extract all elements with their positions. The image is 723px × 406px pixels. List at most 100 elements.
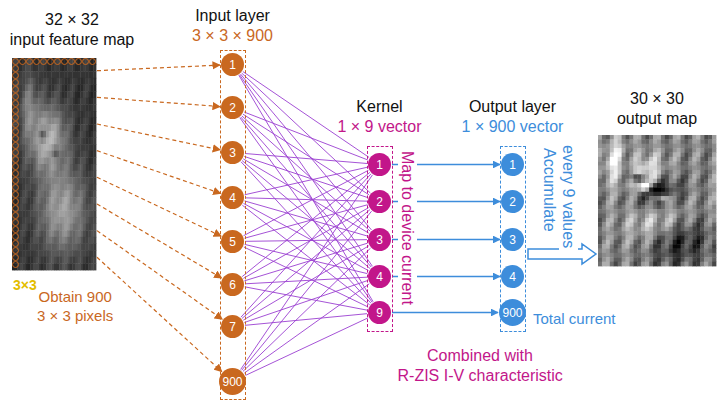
pixel: [708, 231, 712, 236]
pixel: [692, 152, 696, 157]
pixel: [669, 235, 673, 240]
pixel: [49, 217, 52, 224]
pixel: [51, 78, 54, 85]
pixel: [618, 187, 622, 192]
pixel: [688, 183, 692, 188]
pixel: [665, 196, 669, 201]
pixel: [700, 244, 704, 249]
pixel: [681, 144, 685, 149]
pixel: [641, 144, 645, 149]
pixel: [54, 197, 57, 204]
pixel: [62, 78, 65, 85]
window-marker: [13, 178, 19, 184]
pixel: [606, 231, 610, 236]
pixel: [91, 244, 94, 251]
pixel: [618, 249, 622, 254]
pixel: [20, 230, 23, 237]
pixel: [610, 262, 614, 267]
pixel: [641, 183, 645, 188]
pixel: [88, 244, 91, 251]
pixel: [51, 164, 54, 171]
pixel: [614, 244, 618, 249]
pixel: [62, 230, 65, 237]
pixel: [712, 240, 716, 245]
pixel: [610, 139, 614, 144]
pixel: [618, 174, 622, 179]
pixel: [602, 231, 606, 236]
pixel: [86, 138, 89, 145]
pixel: [78, 151, 81, 158]
pixel: [70, 217, 73, 224]
pixel: [83, 197, 86, 204]
pixel: [88, 151, 91, 158]
pixel: [681, 139, 685, 144]
pixel: [46, 138, 49, 145]
pixel: [83, 111, 86, 118]
pixel: [25, 104, 28, 111]
pixel: [700, 253, 704, 258]
pixel: [33, 184, 36, 191]
pixel: [28, 237, 31, 244]
pixel: [685, 235, 689, 240]
pixel: [80, 138, 83, 145]
pixel: [692, 231, 696, 236]
pixel: [20, 138, 23, 145]
pixel: [712, 192, 716, 197]
pixel: [88, 91, 91, 98]
pixel: [661, 201, 665, 206]
pixel: [65, 104, 68, 111]
pixel: [80, 124, 83, 131]
pixel: [645, 227, 649, 232]
pixel: [70, 111, 73, 118]
pixel: [692, 183, 696, 188]
pixel: [629, 240, 633, 245]
pixel: [62, 191, 65, 198]
pixel: [626, 170, 630, 175]
pixel: [602, 201, 606, 206]
pixel: [86, 217, 89, 224]
pixel: [23, 224, 26, 231]
pixel: [610, 235, 614, 240]
pixel: [86, 263, 89, 270]
pixel: [712, 166, 716, 171]
pixel: [704, 170, 708, 175]
pixel: [700, 157, 704, 162]
pixel: [91, 250, 94, 257]
pixel: [708, 192, 712, 197]
pixel: [704, 257, 708, 262]
pixel: [629, 244, 633, 249]
pixel: [677, 179, 681, 184]
pixel: [72, 131, 75, 138]
pixel: [614, 227, 618, 232]
pixel: [88, 197, 91, 204]
pixel: [83, 257, 86, 264]
pixel: [712, 235, 716, 240]
pixel: [93, 263, 96, 270]
pixel: [62, 71, 65, 78]
pixel: [65, 237, 68, 244]
pixel: [46, 171, 49, 178]
pixel: [598, 179, 602, 184]
pixel: [704, 179, 708, 184]
pixel: [657, 148, 661, 153]
pixel: [59, 98, 62, 105]
pixel: [606, 152, 610, 157]
pixel: [633, 135, 637, 140]
pixel: [70, 151, 73, 158]
pixel: [602, 235, 606, 240]
pixel: [28, 131, 31, 138]
pixel: [685, 209, 689, 214]
pixel: [57, 104, 60, 111]
pixel: [641, 253, 645, 258]
pixel: [704, 244, 708, 249]
pixel: [30, 157, 33, 164]
pixel: [641, 135, 645, 140]
pixel: [49, 197, 52, 204]
pixel: [23, 263, 26, 270]
pixel: [602, 240, 606, 245]
pixel: [677, 152, 681, 157]
window-marker: [34, 59, 40, 65]
pixel: [614, 257, 618, 262]
window-marker: [13, 101, 19, 107]
pixel: [657, 240, 661, 245]
